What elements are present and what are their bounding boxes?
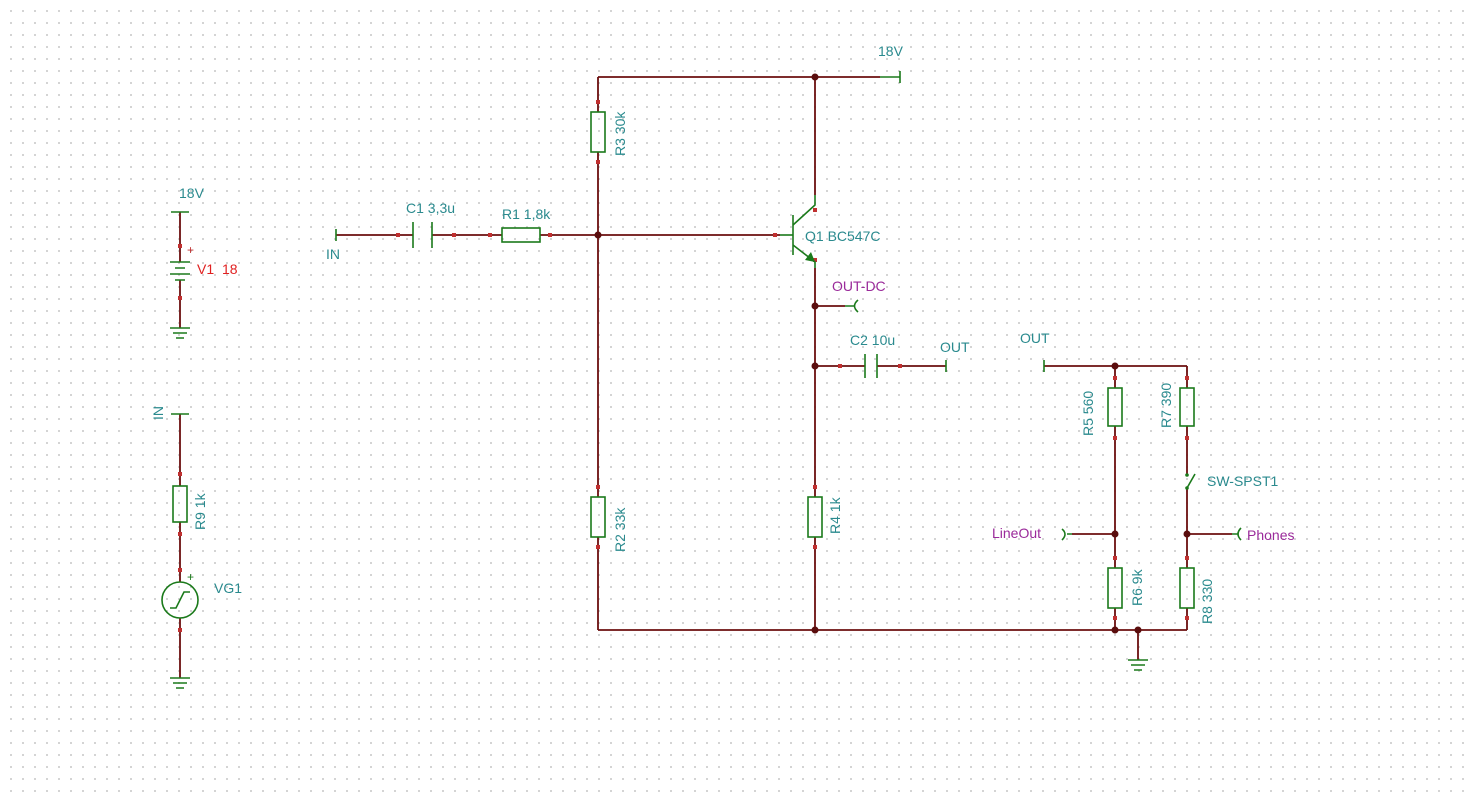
net-label-out-network: OUT xyxy=(1020,330,1050,346)
net-label-phones: Phones xyxy=(1247,527,1294,543)
output-port-phones[interactable]: Phones xyxy=(1232,527,1294,543)
input-port-in[interactable]: IN xyxy=(326,229,340,262)
resistor-r2-label: R2 33k xyxy=(612,507,628,552)
resistor-r5[interactable]: R5 560 xyxy=(1080,387,1123,436)
supply-port-18v-top[interactable]: 18V xyxy=(878,43,904,83)
net-label-out-dc: OUT-DC xyxy=(832,278,886,294)
supply-label-18v-top: 18V xyxy=(878,43,904,59)
switch-sw-spst1[interactable]: SW-SPST1 xyxy=(1185,473,1279,490)
generator-plus-sign: + xyxy=(187,570,194,584)
input-port-out-network[interactable]: OUT xyxy=(1020,330,1050,372)
capacitor-c2-label: C2 10u xyxy=(850,332,895,348)
input-label-in: IN xyxy=(326,246,340,262)
resistor-r7[interactable]: R7 390 xyxy=(1158,383,1195,428)
resistor-r4-label: R4 1k xyxy=(827,496,843,534)
capacitor-c1[interactable]: C1 3,3u xyxy=(406,200,455,248)
resistor-r8-label: R8 330 xyxy=(1199,579,1215,624)
generator-vg1[interactable]: IN + VG1 xyxy=(150,406,242,689)
output-port-out[interactable]: OUT xyxy=(940,339,970,372)
resistor-r3-label: R3 30k xyxy=(612,111,628,156)
battery-v1[interactable]: 18V + V1 18 xyxy=(170,185,238,339)
resistor-r9-label: R9 1k xyxy=(192,492,208,530)
resistor-r1[interactable]: R1 1,8k xyxy=(501,206,551,243)
wires xyxy=(179,76,1232,678)
resistor-r1-label: R1 1,8k xyxy=(502,206,551,222)
junction-dot xyxy=(811,362,819,370)
resistor-r5-label: R5 560 xyxy=(1080,391,1096,436)
resistor-r9[interactable]: R9 1k xyxy=(172,485,208,530)
resistor-r3[interactable]: R3 30k xyxy=(590,111,628,156)
junction-dot xyxy=(811,302,819,310)
junction-dot xyxy=(1111,362,1119,370)
resistor-r2[interactable]: R2 33k xyxy=(590,496,628,552)
junction-dot xyxy=(1183,530,1191,538)
generator-name-label: VG1 xyxy=(214,580,242,596)
junction-dot xyxy=(1111,626,1119,634)
junction-dot xyxy=(811,626,819,634)
net-label-out: OUT xyxy=(940,339,970,355)
capacitor-c1-label: C1 3,3u xyxy=(406,200,455,216)
output-port-lineout[interactable]: LineOut xyxy=(992,525,1072,541)
resistor-r4[interactable]: R4 1k xyxy=(807,496,843,538)
junctions xyxy=(594,73,1191,634)
resistor-r7-label: R7 390 xyxy=(1158,383,1174,428)
battery-name-label: V1 xyxy=(197,261,214,277)
junction-dot xyxy=(594,231,602,239)
capacitor-c2[interactable]: C2 10u xyxy=(850,332,895,378)
pin-markers xyxy=(178,100,1189,632)
resistor-r8[interactable]: R8 330 xyxy=(1179,567,1215,624)
junction-dot xyxy=(1134,626,1142,634)
battery-supply-label: 18V xyxy=(179,185,205,201)
junction-dot xyxy=(1111,530,1119,538)
battery-plus-sign: + xyxy=(187,243,194,257)
resistor-r6-label: R6 9k xyxy=(1129,568,1145,606)
net-label-lineout: LineOut xyxy=(992,525,1041,541)
battery-value-label: 18 xyxy=(222,261,238,277)
ground-symbol[interactable] xyxy=(1128,659,1148,671)
transistor-q1[interactable]: Q1 BC547C xyxy=(780,195,880,268)
output-port-out-dc[interactable]: OUT-DC xyxy=(832,278,886,313)
junction-dot xyxy=(811,73,819,81)
switch-label: SW-SPST1 xyxy=(1207,473,1279,489)
generator-input-net-label: IN xyxy=(150,406,166,420)
transistor-q1-label: Q1 BC547C xyxy=(805,228,880,244)
resistor-r6[interactable]: R6 9k xyxy=(1107,567,1145,609)
